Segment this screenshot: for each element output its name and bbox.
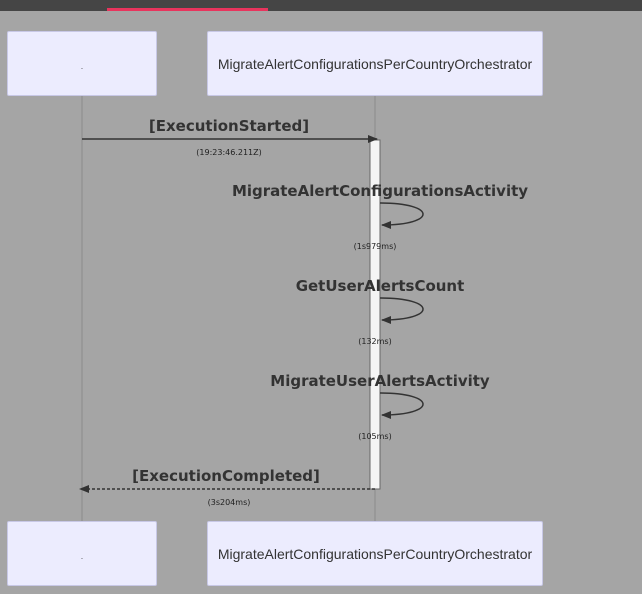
- message-label-execution-started: [ExecutionStarted]: [149, 117, 309, 135]
- caller-participant-label: .: [80, 552, 84, 561]
- active-tab-indicator: [107, 8, 268, 11]
- message-label-migrate-alert-configurations: MigrateAlertConfigurationsActivity: [232, 182, 528, 200]
- caller-participant-box-top[interactable]: .: [7, 31, 157, 96]
- orchestrator-participant-label: MigrateAlertConfigurationsPerCountryOrch…: [217, 545, 533, 562]
- message-time-migrate-alert-configurations: (1s979ms): [354, 242, 397, 251]
- orchestrator-participant-box-bottom[interactable]: MigrateAlertConfigurationsPerCountryOrch…: [207, 521, 543, 586]
- message-label-migrate-user-alerts: MigrateUserAlertsActivity: [270, 372, 490, 390]
- message-time-execution-completed: (3s204ms): [208, 498, 251, 507]
- message-label-execution-completed: [ExecutionCompleted]: [132, 467, 320, 485]
- orchestrator-participant-label: MigrateAlertConfigurationsPerCountryOrch…: [217, 55, 533, 72]
- self-call-arrow-get-user-alerts-count: [379, 297, 424, 324]
- message-label-get-user-alerts-count: GetUserAlertsCount: [296, 277, 465, 295]
- message-time-migrate-user-alerts: (105ms): [358, 432, 391, 441]
- self-call-arrow-migrate-alert-configurations: [379, 202, 424, 229]
- self-call-arrow-migrate-user-alerts: [379, 392, 424, 419]
- caller-participant-box-bottom[interactable]: .: [7, 521, 157, 586]
- orchestrator-participant-box-top[interactable]: MigrateAlertConfigurationsPerCountryOrch…: [207, 31, 543, 96]
- message-time-execution-started: (19:23:46.211Z): [196, 148, 261, 157]
- top-bar: [0, 0, 642, 11]
- caller-participant-label: .: [80, 62, 84, 71]
- message-time-get-user-alerts-count: (132ms): [358, 337, 391, 346]
